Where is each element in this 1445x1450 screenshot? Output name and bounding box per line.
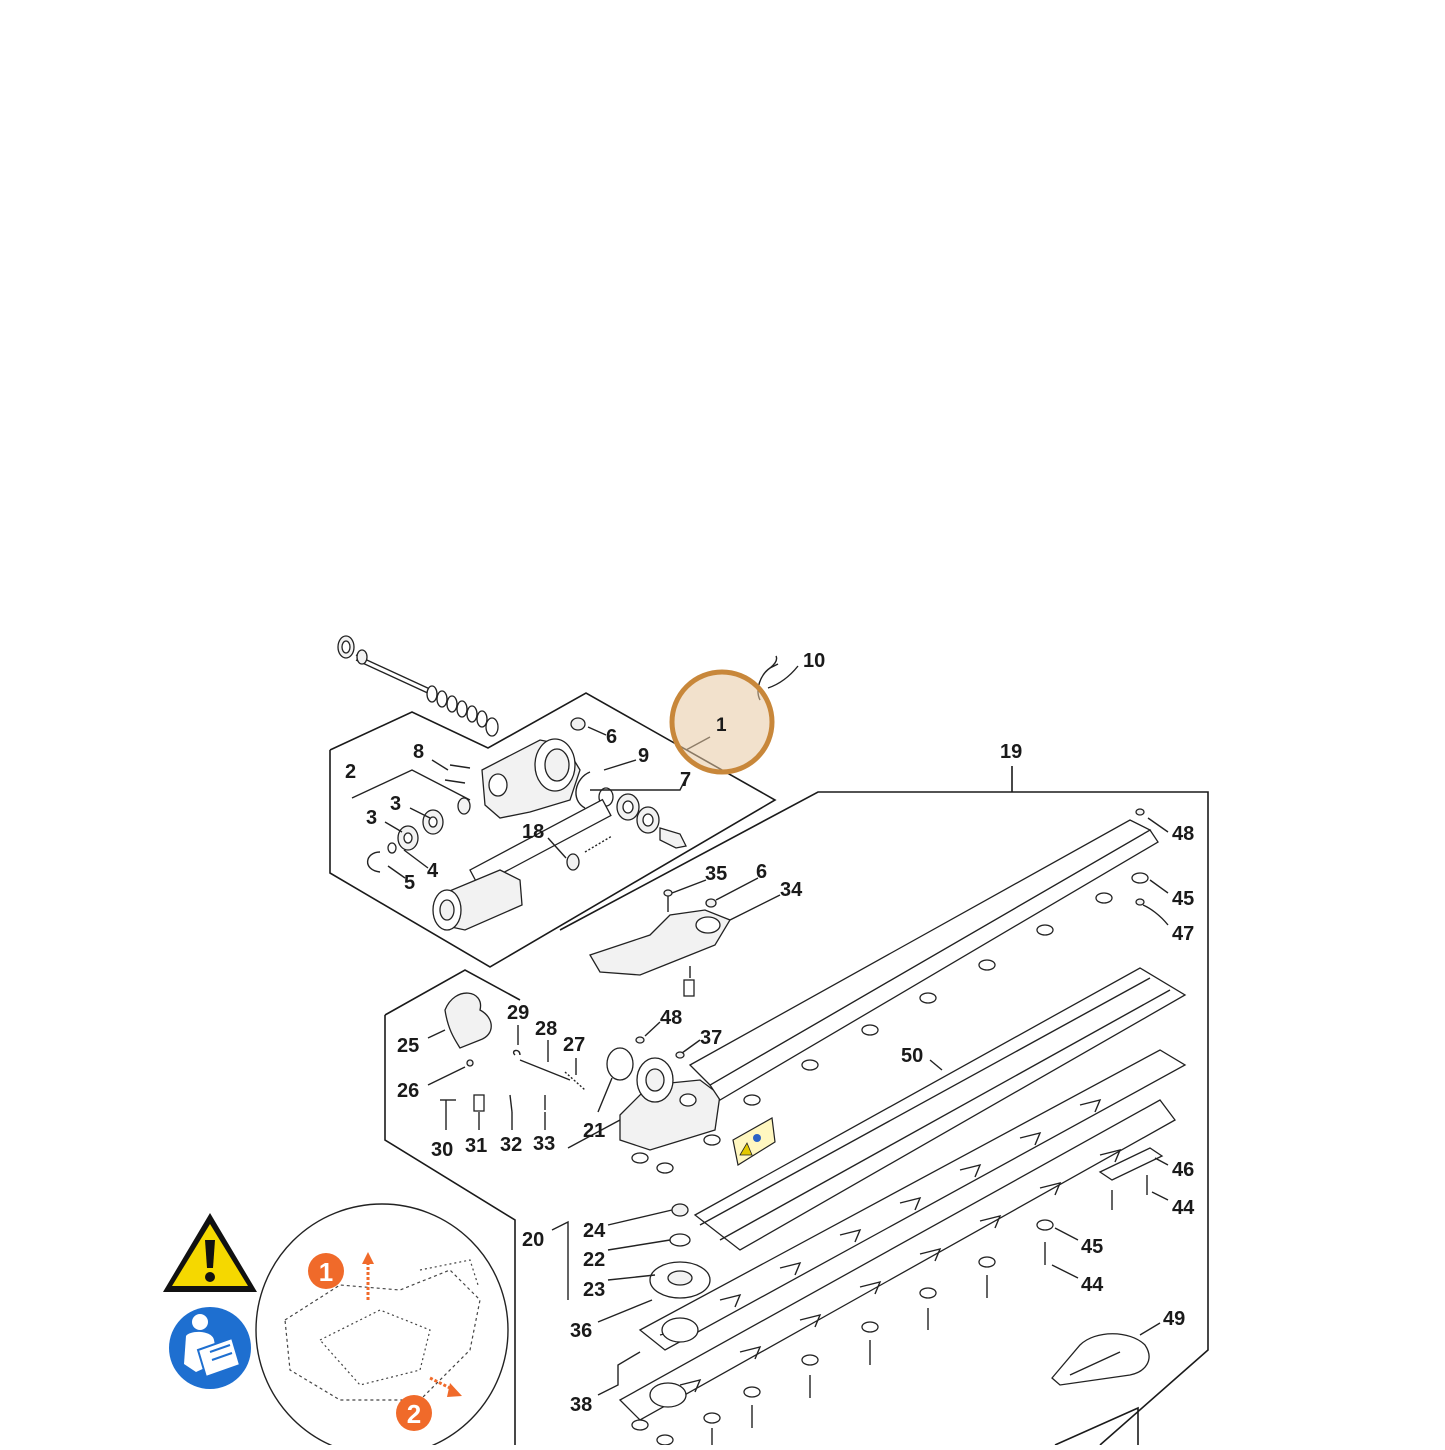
part-label[interactable]: 20 (522, 1229, 544, 1251)
part-label[interactable]: 7 (680, 769, 691, 791)
part-label[interactable]: 21 (583, 1120, 605, 1142)
part-label[interactable]: 38 (570, 1394, 592, 1416)
read-manual-icon (169, 1307, 251, 1389)
part-label[interactable]: 23 (583, 1279, 605, 1301)
support-bar (688, 819, 1159, 1101)
step-2-label: 2 (407, 1399, 421, 1429)
part-label[interactable]: 2 (345, 761, 356, 783)
part-label[interactable]: 25 (397, 1035, 419, 1057)
part-label[interactable]: 48 (660, 1007, 682, 1029)
blades (618, 1049, 1187, 1421)
part-label[interactable]: 32 (500, 1134, 522, 1156)
part-label[interactable]: 47 (1172, 923, 1194, 945)
step-1-label: 1 (319, 1257, 333, 1287)
guide-rail (693, 967, 1187, 1251)
part-label[interactable]: 6 (606, 726, 617, 748)
drive-parts (440, 992, 586, 1113)
part-label[interactable]: 29 (507, 1002, 529, 1024)
instruction-inset: 1 2 (255, 1203, 509, 1450)
part-label[interactable]: 44 (1081, 1274, 1104, 1296)
guard-49 (1051, 1333, 1150, 1386)
part-label[interactable]: 50 (901, 1045, 923, 1067)
part-label[interactable]: 22 (583, 1249, 605, 1271)
part-label[interactable]: 46 (1172, 1159, 1194, 1181)
drive-frame (384, 969, 521, 1445)
plate-46 (1098, 1147, 1164, 1181)
part-label[interactable]: 1 (716, 715, 727, 736)
part-label[interactable]: 30 (431, 1139, 453, 1161)
part-label[interactable]: 34 (780, 879, 803, 901)
gear-housing (606, 1036, 721, 1151)
part-label[interactable]: 27 (563, 1034, 585, 1056)
highlight-part-1[interactable] (669, 669, 775, 775)
part-label[interactable]: 9 (638, 745, 649, 767)
part-label[interactable]: 44 (1172, 1197, 1195, 1219)
part-label[interactable]: 31 (465, 1135, 487, 1157)
cover-part (589, 889, 731, 997)
part-label[interactable]: 18 (522, 821, 544, 843)
gearbox-parts (366, 717, 687, 931)
drive-shaft (337, 635, 499, 737)
part-label[interactable]: 28 (535, 1018, 557, 1040)
warning-sticker (732, 1117, 776, 1166)
part-label[interactable]: 8 (413, 741, 424, 763)
part-labels: 10 1 6 8 9 2 7 3 3 18 4 5 35 6 34 19 48 … (345, 650, 1195, 1416)
part-label[interactable]: 24 (583, 1220, 606, 1242)
part-label[interactable]: 19 (1000, 741, 1022, 763)
part-label[interactable]: 45 (1081, 1236, 1103, 1258)
part-label[interactable]: 45 (1172, 888, 1194, 910)
part-label[interactable]: 3 (390, 793, 401, 815)
part-label[interactable]: 33 (533, 1133, 555, 1155)
part-label[interactable]: 3 (366, 807, 377, 829)
cutter-frame (559, 766, 1209, 1446)
part-label[interactable]: 26 (397, 1080, 419, 1102)
part-label[interactable]: 48 (1172, 823, 1194, 845)
part-label[interactable]: 10 (803, 650, 825, 672)
washers (631, 808, 1149, 1446)
part-label[interactable]: 49 (1163, 1308, 1185, 1330)
part-label[interactable]: 36 (570, 1320, 592, 1342)
part-label[interactable]: 6 (756, 861, 767, 883)
part-label[interactable]: 5 (404, 872, 415, 894)
part-label[interactable]: 35 (705, 863, 727, 885)
part-label[interactable]: 37 (700, 1027, 722, 1049)
warning-triangle-icon (163, 1213, 257, 1292)
part-label[interactable]: 4 (427, 860, 439, 882)
